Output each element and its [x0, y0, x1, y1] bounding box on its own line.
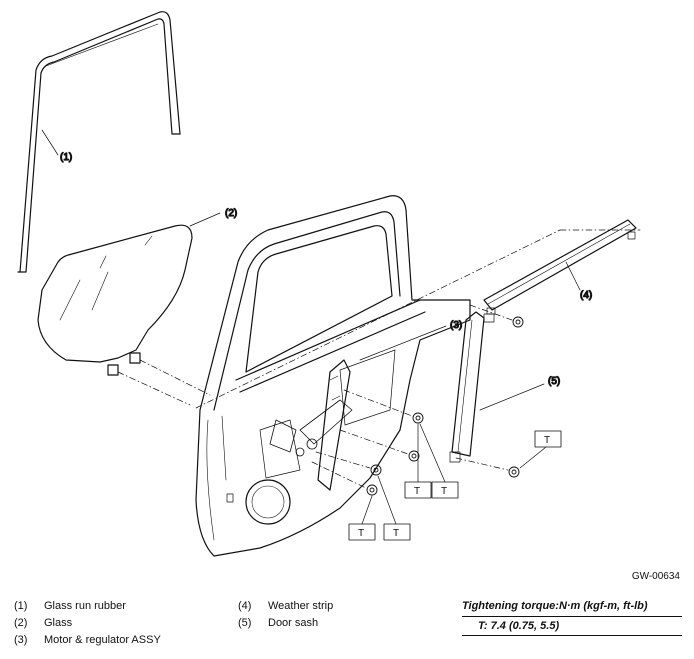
motor-regulator-part	[269, 359, 353, 491]
torque-spec: Tightening torque:N·m (kgf-m, ft-lb) T: …	[462, 598, 682, 636]
legend-item: (1) Glass run rubber	[14, 600, 126, 612]
legend-item: (4) Weather strip	[238, 600, 334, 612]
callout-4: (4)	[580, 290, 592, 301]
torque-value: T: 7.4 (0.75, 5.5)	[462, 618, 682, 636]
torque-box: T	[534, 430, 562, 448]
svg-text:T: T	[393, 528, 399, 539]
torque-box: T	[348, 523, 376, 541]
rear-door-part	[195, 195, 471, 557]
door-sash-part	[449, 311, 495, 463]
weather-strip-part	[483, 219, 637, 315]
torque-box: T	[383, 523, 411, 541]
svg-text:T: T	[544, 435, 550, 446]
callout-3: (3)	[450, 320, 462, 331]
glass-run-rubber-part	[17, 11, 181, 273]
torque-box: T	[431, 481, 459, 499]
legend-left: (1) Glass run rubber (2) Glass (3) Motor…	[14, 598, 161, 649]
exploded-parts-diagram: (1) (2) (3)	[17, 11, 641, 557]
callout-2: (2)	[225, 208, 237, 219]
legend-right: (4) Weather strip (5) Door sash	[238, 598, 333, 632]
callout-5: (5)	[548, 376, 560, 387]
torque-box: T	[404, 481, 432, 499]
svg-text:T: T	[358, 528, 364, 539]
glass-part	[37, 224, 193, 376]
legend-item: (3) Motor & regulator ASSY	[14, 634, 161, 646]
legend-item: (5) Door sash	[238, 617, 319, 629]
svg-text:T: T	[441, 486, 447, 497]
callout-1: (1)	[60, 152, 72, 163]
legend-item: (2) Glass	[14, 617, 73, 629]
bolt-group	[366, 316, 524, 496]
svg-text:T: T	[414, 486, 420, 497]
figure-id: GW-00634	[631, 571, 680, 582]
torque-title: Tightening torque:N·m (kgf-m, ft-lb)	[462, 598, 682, 617]
